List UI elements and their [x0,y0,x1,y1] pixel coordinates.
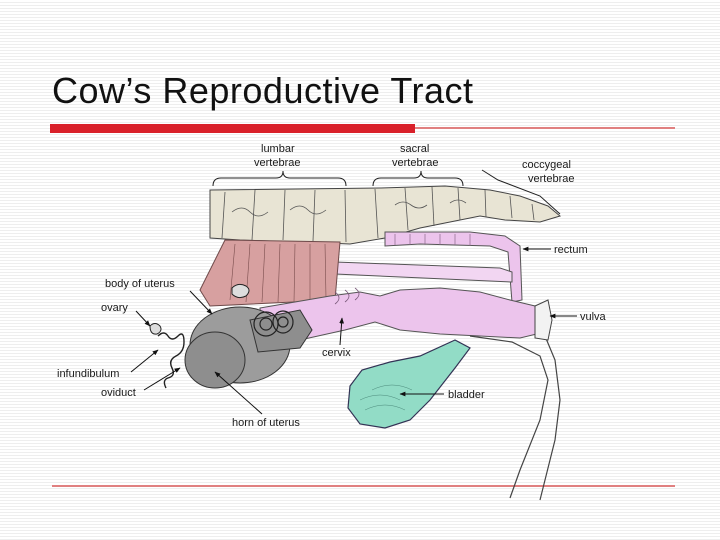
slide-title: Cow’s Reproductive Tract [52,70,474,111]
urethra [469,335,549,499]
label-rectum: rectum [554,244,588,256]
label-vertebrae-lumbar: vertebrae [254,157,300,169]
title-underline-thin [415,127,675,129]
label-body-of-uterus: body of uterus [105,278,175,290]
rectum-connector [334,261,513,283]
label-vertebrae-coccygeal: vertebrae [528,173,574,185]
label-oviduct: oviduct [101,387,136,399]
uterus-body [249,309,313,353]
label-bladder: bladder [448,389,485,401]
ovary-small [149,323,162,335]
label-sacral: sacral [400,143,429,155]
label-horn-of-uterus: horn of uterus [232,417,300,429]
label-lumbar: lumbar [261,143,295,155]
label-vulva: vulva [580,311,607,323]
bottom-rule [52,485,675,487]
pelvic-muscle [199,239,341,307]
label-vertebrae-sacral: vertebrae [392,157,438,169]
diagram-labels: lumbar vertebrae sacral vertebrae coccyg… [57,143,607,429]
body-wall [539,335,561,501]
label-infundibulum: infundibulum [57,368,119,380]
vulva-folds [534,299,553,341]
rectum-texture [394,234,471,246]
label-cervix: cervix [322,347,351,359]
bladder [347,339,471,429]
vertebrae-brackets [212,169,561,215]
uterus-coils [253,310,294,337]
muscle-texture [229,243,327,303]
cervix-rings [334,287,360,305]
label-coccygeal: coccygeal [522,159,571,171]
title-underline-accent [50,124,415,133]
leader-lines [130,246,577,415]
bladder-texture [359,384,413,411]
uterus-lobe [184,331,246,389]
label-ovary: ovary [101,302,128,314]
ovary-shape [231,283,250,299]
oviduct-coil [157,332,185,389]
